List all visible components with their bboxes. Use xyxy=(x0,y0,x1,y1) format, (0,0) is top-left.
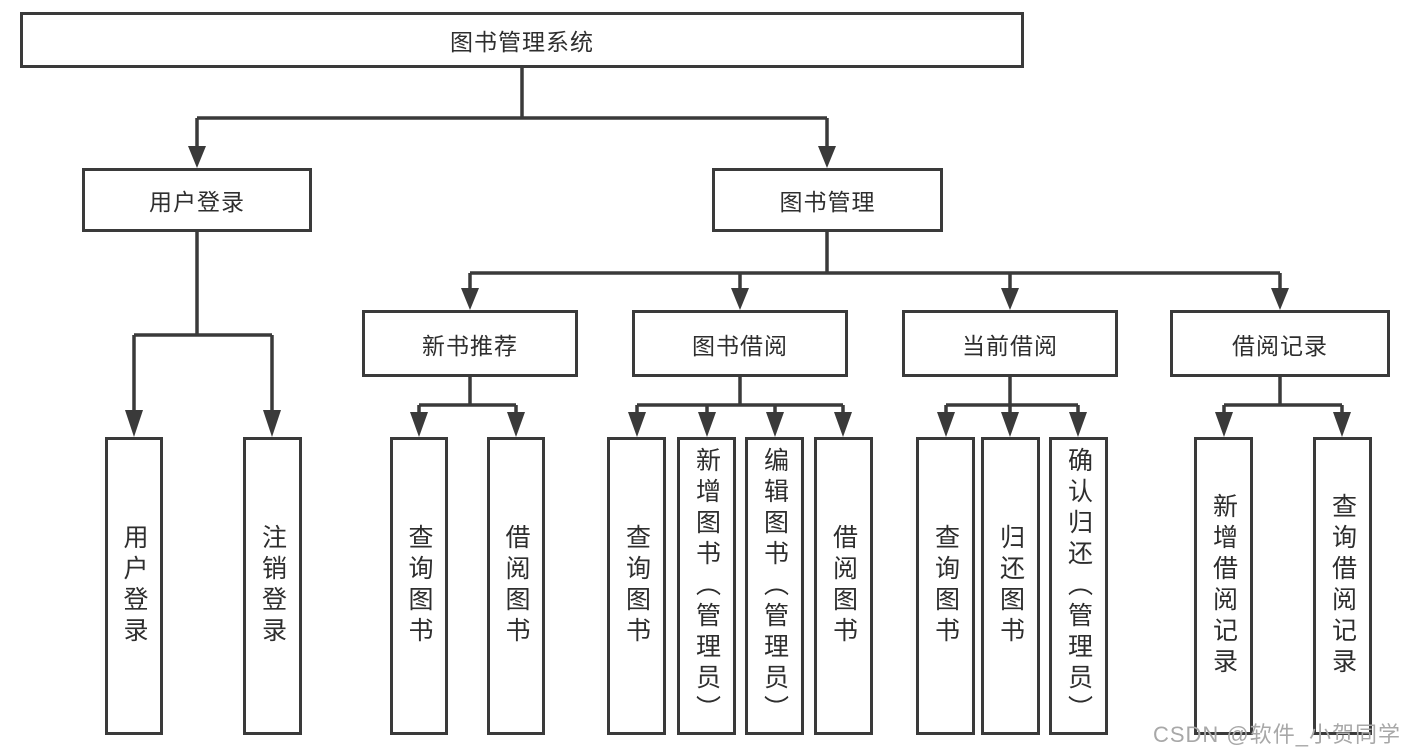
leaf-borrow-books-recommend: 借阅图书 xyxy=(487,437,545,735)
csdn-watermark: CSDN @软件_小贺同学 xyxy=(1152,722,1401,747)
leaf-edit-books-admin: 编辑图书（管理员） xyxy=(745,437,804,735)
leaf-query-books-borrowing: 查询图书 xyxy=(607,437,666,735)
connector-user-login-to-leaves xyxy=(132,232,274,414)
leaf-borrow-books-borrowing: 借阅图书 xyxy=(814,437,873,735)
connector-current-borrowing-to-leaves xyxy=(944,377,1080,416)
leaf-logout: 注销登录 xyxy=(243,437,302,735)
leaf-add-borrow-record: 新增借阅记录 xyxy=(1194,437,1253,735)
connector-root-to-level2 xyxy=(195,66,829,150)
node-book-borrowing: 图书借阅 xyxy=(632,310,848,377)
connector-new-book-recommend-to-leaves xyxy=(417,377,518,416)
node-new-book-recommend: 新书推荐 xyxy=(362,310,578,377)
node-current-borrowing: 当前借阅 xyxy=(902,310,1118,377)
leaf-query-borrow-record: 查询借阅记录 xyxy=(1313,437,1372,735)
arrow-down-icons xyxy=(125,146,1351,437)
node-library-system: 图书管理系统 xyxy=(20,12,1024,68)
leaf-user-login: 用户登录 xyxy=(105,437,163,735)
node-borrowing-records: 借阅记录 xyxy=(1170,310,1390,377)
connector-book-borrowing-to-leaves xyxy=(635,377,845,416)
leaf-query-books-recommend: 查询图书 xyxy=(390,437,448,735)
node-user-login: 用户登录 xyxy=(82,168,312,232)
connector-borrowing-records-to-leaves xyxy=(1222,377,1344,416)
leaf-return-books: 归还图书 xyxy=(981,437,1040,735)
leaf-query-books-current: 查询图书 xyxy=(916,437,975,735)
connector-book-management-to-level3 xyxy=(468,232,1282,292)
leaf-confirm-return-admin: 确认归还（管理员） xyxy=(1049,437,1108,735)
node-book-management: 图书管理 xyxy=(712,168,943,232)
leaf-add-books-admin: 新增图书（管理员） xyxy=(677,437,736,735)
